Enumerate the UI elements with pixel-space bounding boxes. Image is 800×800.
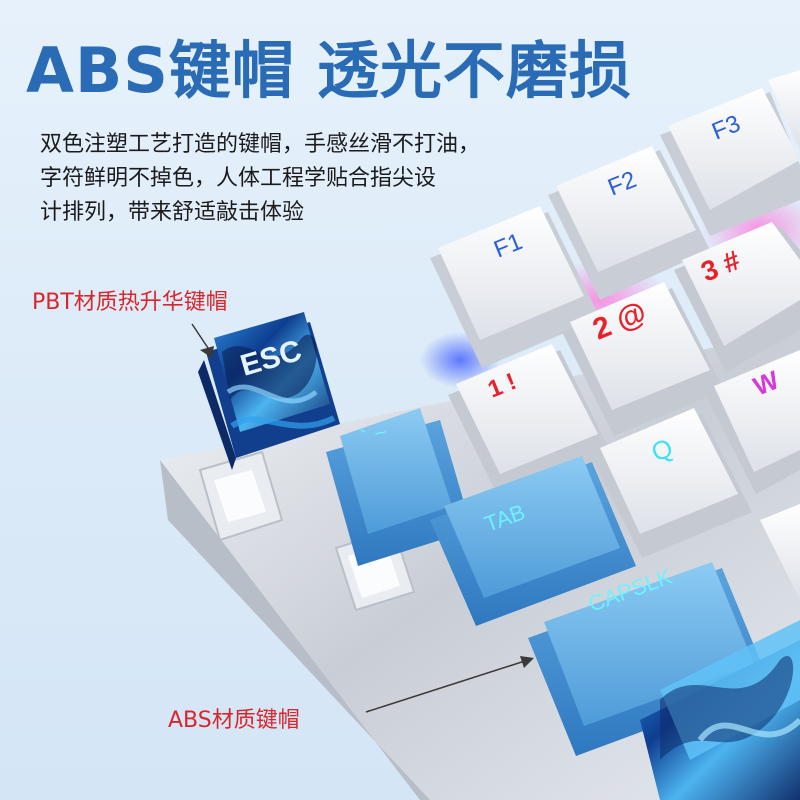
headline-part-2: 透光不磨损 — [316, 34, 632, 107]
keycap-partial — [760, 504, 800, 600]
keycap-f1: F1 — [430, 206, 600, 368]
keycap-f2: F2 — [548, 146, 710, 300]
keycap-3: 3 # — [674, 222, 800, 372]
keycap-tab: TAB — [430, 456, 636, 626]
keycap-q: Q — [592, 408, 752, 558]
headline: ABS键帽透光不磨损 — [26, 20, 632, 110]
description-line-2: 字符鲜明不掉色，人体工程学贴合指尖设 — [40, 166, 437, 191]
switch-stem-esc — [198, 450, 284, 542]
keycap-esc: ESC — [198, 312, 340, 470]
keycap-f3: F3 — [660, 88, 800, 236]
callout-abs-keycap: ABS材质键帽 — [168, 708, 300, 733]
keycap-w: W — [706, 350, 800, 494]
description: 双色注塑工艺打造的键帽，手感丝滑不打油， 字符鲜明不掉色，人体工程学贴合指尖设 … — [40, 128, 560, 230]
callout-pointer-pbt — [191, 323, 214, 358]
callout-pointer-abs — [365, 656, 534, 713]
callout-pbt-keycap: PBT材质热升华键帽 — [32, 290, 228, 315]
description-line-1: 双色注塑工艺打造的键帽，手感丝滑不打油， — [40, 132, 481, 157]
keycap-partial — [768, 70, 800, 150]
description-line-3: 计排列，带来舒适敲击体验 — [40, 200, 305, 225]
keycap-2: 2 @ — [562, 282, 724, 436]
keycap-pbt-shift — [640, 620, 800, 800]
headline-part-1: ABS键帽 — [26, 34, 295, 107]
